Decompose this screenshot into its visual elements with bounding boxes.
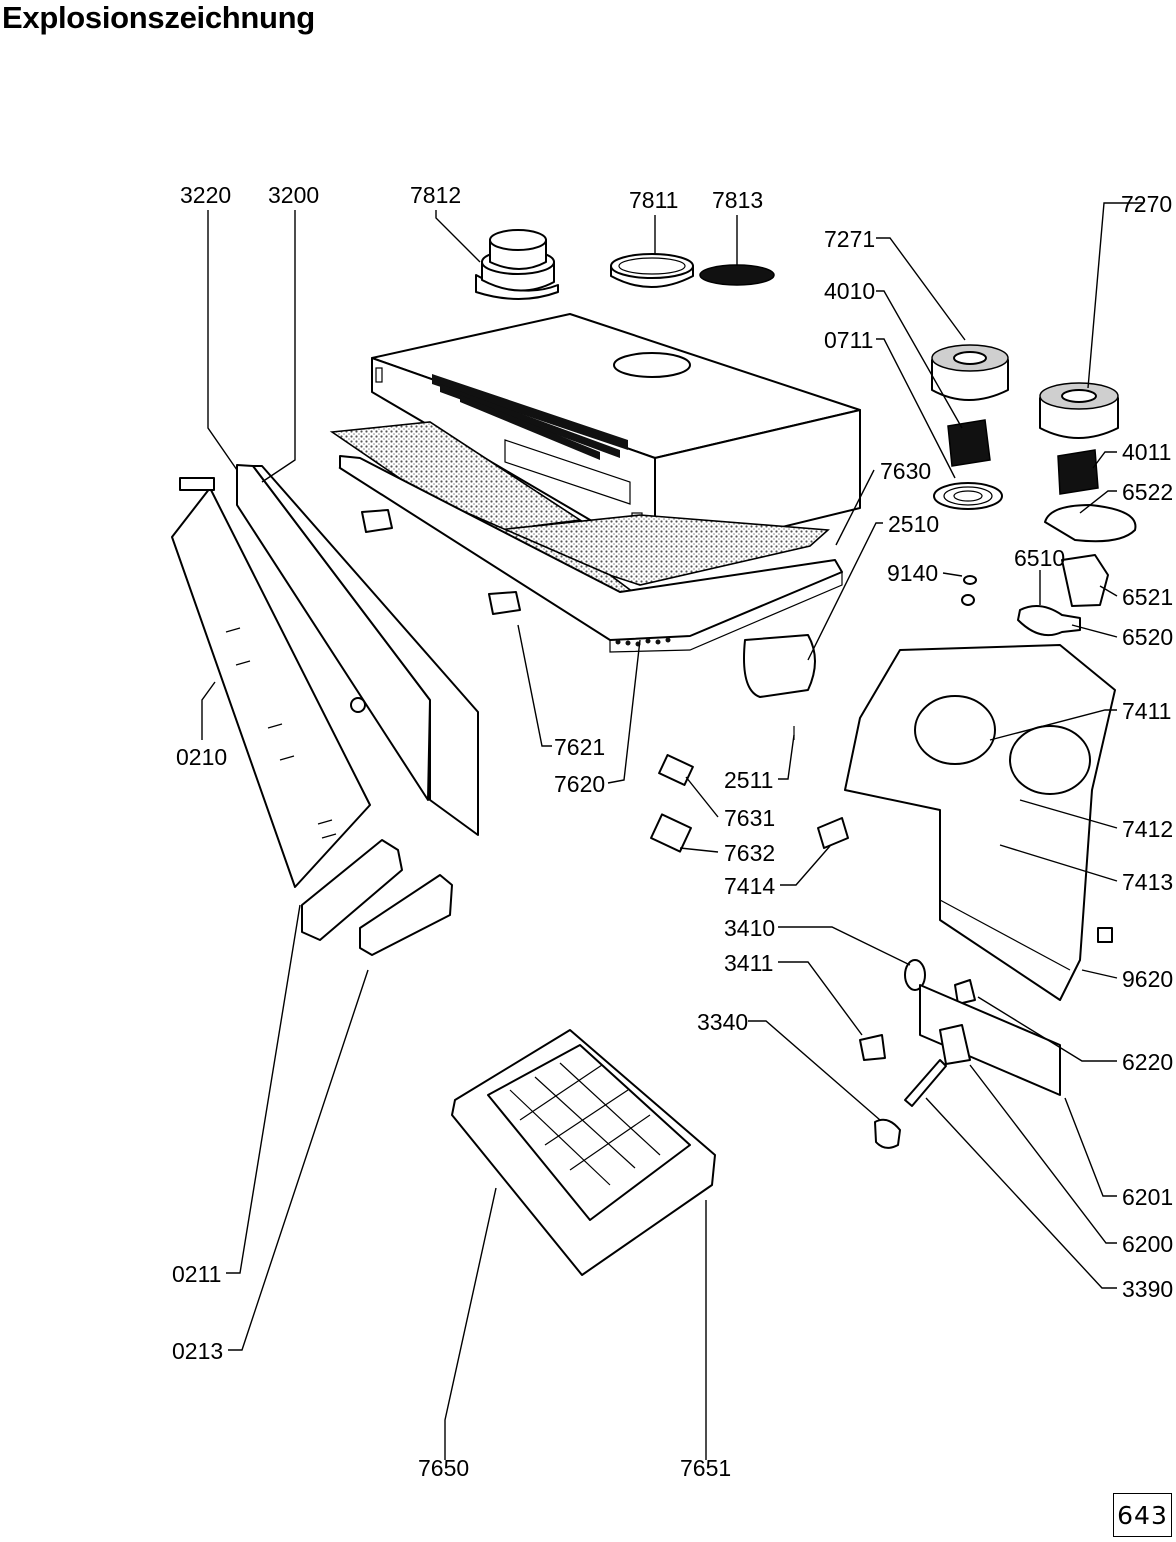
part-7650-filter-cassette [451,1029,716,1276]
label-3390: 3390 [1122,1276,1173,1302]
label-7270: 7270 [1121,191,1172,217]
label-7621: 7621 [554,734,605,760]
label-3340: 3340 [697,1009,748,1035]
label-6200: 6200 [1122,1231,1173,1257]
label-0213: 0213 [172,1338,223,1364]
label-0211: 0211 [172,1261,221,1287]
label-7631: 7631 [724,805,775,831]
part-7414-plate [817,817,849,849]
label-6521: 6521 [1122,584,1173,610]
part-6522-lamp-cover [1044,504,1137,543]
page-title: Explosionszeichnung [2,0,315,35]
part-7411-blower-housing [844,644,1116,1001]
label-2511: 2511 [724,767,773,793]
label-2510: 2510 [888,511,939,537]
part-0213-panel [359,874,453,956]
label-7650: 7650 [418,1455,469,1481]
label-0711: 0711 [824,327,873,353]
part-4010-motor [947,419,991,467]
label-6201: 6201 [1122,1184,1173,1210]
leader-lines [201,202,1143,1460]
part-9140-grommets [961,575,977,606]
label-7630: 7630 [880,458,931,484]
label-7414: 7414 [724,873,775,899]
label-4011: 4011 [1122,439,1171,465]
part-3340-knob [874,1118,901,1149]
label-7651: 7651 [680,1455,731,1481]
part-7632-switch [650,813,692,853]
label-7271: 7271 [824,226,875,252]
part-3410-knob-ring [904,959,926,991]
part-7812-adapter [475,229,559,300]
label-9620: 9620 [1122,966,1173,992]
label-4010: 4010 [824,278,875,304]
part-0210-glass [171,477,371,888]
label-7620: 7620 [554,771,605,797]
label-6220: 6220 [1122,1049,1173,1075]
label-6522: 6522 [1122,479,1173,505]
part-6510-bulb [1017,605,1081,636]
label-0210: 0210 [176,744,227,770]
label-3200: 3200 [268,182,319,208]
part-7811-ring [610,253,694,288]
part-2510-duct [743,634,816,698]
part-6201-strip [919,984,1061,1096]
part-3390-shaft [904,1059,947,1107]
part-7631-switch [658,754,694,786]
label-7411: 7411 [1122,698,1171,724]
label-6510: 6510 [1014,545,1065,571]
label-3410: 3410 [724,915,775,941]
label-7632: 7632 [724,840,775,866]
part-7813-disc [699,264,775,286]
label-7413: 7413 [1122,869,1173,895]
part-7270-fan [1039,382,1119,439]
label-3411: 3411 [724,950,773,976]
label-7811: 7811 [629,187,678,213]
label-7813: 7813 [712,187,763,213]
part-6220-switch [954,979,976,1005]
part-7271-fan [931,344,1009,401]
label-9140: 9140 [887,560,938,586]
label-7412: 7412 [1122,816,1173,842]
part-6521-lamp-holder [1061,554,1109,607]
page-number-box: 643 [1113,1493,1172,1537]
part-0711-spiral [933,482,1003,510]
part-4011-motor [1057,449,1099,495]
part-labels: 3220 3200 7812 7811 7813 7270 7271 4010 … [172,182,1173,1481]
part-7621-clips [361,509,521,615]
part-hood-body [371,313,861,559]
vent-slots [432,374,628,460]
part-3200-front-panel [236,464,479,836]
part-3411-knob [859,1034,886,1061]
part-0211-handle [301,839,403,941]
label-3220: 3220 [180,182,231,208]
part-6200-component [939,1024,971,1065]
label-6520: 6520 [1122,624,1173,650]
label-7812: 7812 [410,182,461,208]
